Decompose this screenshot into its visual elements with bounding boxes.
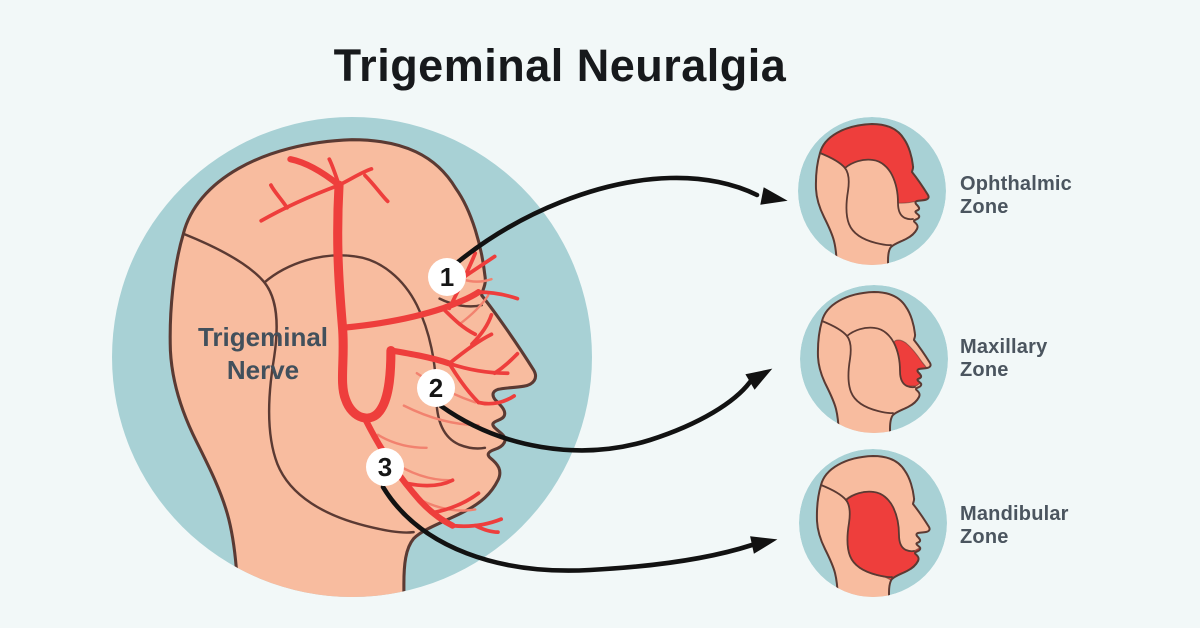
nerve-branch	[470, 312, 494, 346]
zone-name: Maxillary	[960, 336, 1048, 358]
zone-name: Ophthalmic	[960, 173, 1073, 195]
nerve-branch	[457, 294, 490, 326]
maxillary-zone-illustration	[800, 285, 948, 433]
nerve-branch	[287, 156, 343, 189]
marker-2: 2	[417, 369, 455, 407]
nerve-branch	[259, 183, 341, 223]
nerve-branch	[327, 157, 341, 187]
nerve-branch	[447, 361, 481, 405]
hairline-curve	[821, 320, 894, 415]
hairline-curve	[819, 152, 892, 247]
nerve-branch	[492, 351, 520, 376]
nerve-branch	[476, 394, 517, 406]
nerve-branch	[337, 167, 374, 187]
trigeminal-nerve-branches	[259, 156, 520, 534]
hairline-curve	[182, 232, 415, 534]
nerve-branch	[405, 478, 455, 488]
ophthalmic-branch	[339, 289, 482, 331]
marker-3: 3	[366, 448, 404, 486]
nerve-branch	[476, 290, 520, 301]
nerve-branch	[447, 332, 494, 366]
arrowhead-icon	[750, 536, 778, 554]
nerve-branch	[363, 173, 390, 204]
main-head-illustration	[112, 117, 592, 597]
cheek-curve	[263, 254, 487, 450]
mandibular-branch	[361, 415, 456, 529]
page-title: Trigeminal Neuralgia	[333, 40, 787, 91]
nerve-branch	[463, 254, 497, 278]
mandibular-zone-label: Mandibular Zone	[960, 503, 1069, 549]
cheek-curve	[845, 490, 915, 553]
arrowhead-icon	[760, 187, 788, 205]
zone-word: Zone	[960, 196, 1009, 218]
nerve-branch	[269, 183, 290, 210]
ophthalmic-zone-illustration	[798, 117, 946, 265]
ophthalmic-zone-label: Ophthalmic Zone	[960, 173, 1072, 219]
arrow-2	[438, 368, 773, 453]
eye-crease-line	[438, 297, 483, 308]
cheek-curve	[844, 158, 914, 221]
arrow-1	[455, 175, 788, 265]
nerve-branch	[440, 306, 478, 337]
nerve-branch	[447, 361, 510, 376]
arrowhead-icon	[745, 368, 773, 390]
zone-word: Zone	[960, 359, 1009, 381]
nerve-branch	[376, 433, 428, 450]
marker-1: 1	[428, 258, 466, 296]
nerve-branch	[473, 523, 500, 534]
maxillary-branch	[387, 347, 453, 367]
zone-name: Mandibular	[960, 503, 1069, 525]
zone-word: Zone	[960, 526, 1009, 548]
nerve-branch	[431, 491, 481, 515]
maxillary-zone-label: Maxillary Zone	[960, 336, 1047, 382]
trigeminal-nerve-label: Trigeminal Nerve	[197, 322, 329, 385]
cheek-curve	[846, 326, 916, 389]
mandibular-zone-illustration	[799, 449, 947, 597]
arrow-3	[380, 484, 778, 573]
nerve-trunk	[333, 180, 396, 423]
hairline-curve	[820, 484, 893, 579]
